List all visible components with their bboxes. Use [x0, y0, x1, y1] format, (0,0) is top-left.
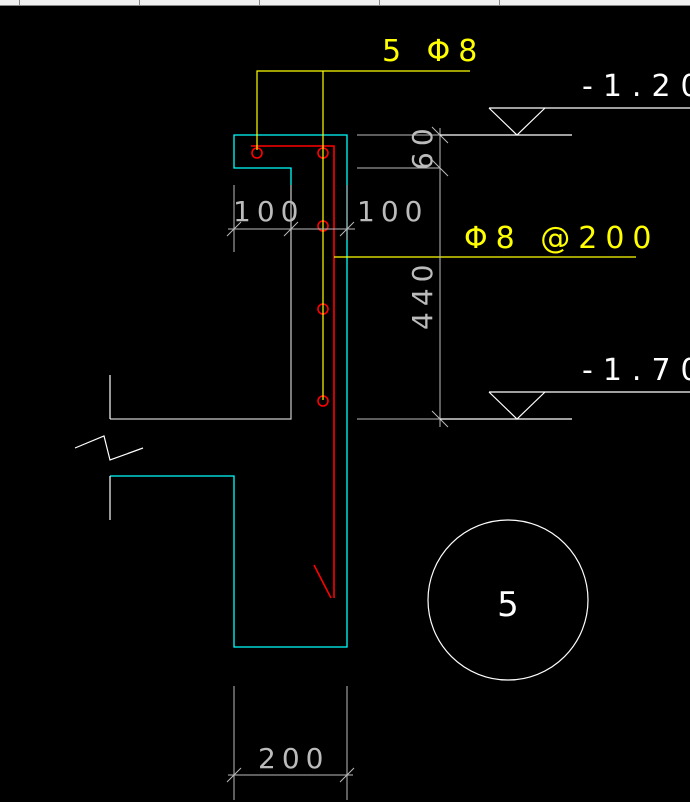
break-line [74, 375, 144, 520]
concrete-outline [110, 134, 348, 648]
elevation-mark-bottom [440, 391, 690, 420]
section-marker-circle [427, 519, 589, 681]
dim-60: 60 [406, 122, 439, 170]
dim-100-right: 100 [357, 195, 428, 228]
section-marker-number: 5 [497, 585, 519, 625]
toolbar-cell[interactable] [0, 0, 20, 5]
leader-lines [256, 70, 636, 400]
dim-200: 200 [258, 742, 329, 775]
toolbar-cell[interactable] [260, 0, 380, 5]
toolbar-cell[interactable] [20, 0, 140, 5]
dim-100-left: 100 [233, 195, 304, 228]
dim-440: 440 [406, 259, 439, 330]
elevation-bottom-label: -1.70 [582, 353, 690, 388]
toolbar-cell[interactable] [140, 0, 260, 5]
top-rebar-label: 5 Φ8 [382, 34, 485, 69]
wall-lines [110, 185, 292, 420]
toolbar-strip [0, 0, 690, 6]
elevation-top-label: -1.20 [582, 69, 690, 104]
toolbar-cell[interactable] [380, 0, 500, 5]
elevation-mark-top [440, 107, 690, 136]
stirrup-label: Φ8 @200 [464, 221, 660, 256]
dimension-lines [226, 126, 449, 800]
